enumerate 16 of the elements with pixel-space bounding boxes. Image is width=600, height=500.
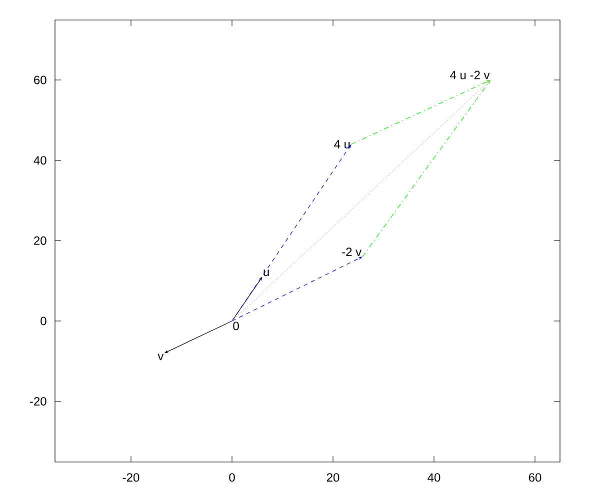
tick-label: 20 [34, 236, 46, 245]
tick-label: 0 [40, 316, 46, 326]
tick-label: -20 [122, 473, 140, 482]
tick-label: 20 [326, 473, 340, 482]
point-label: -2 v [342, 248, 362, 256]
tick-label: 40 [34, 156, 46, 165]
point-label: 4 u -2 v [450, 70, 490, 80]
tick-label: -20 [30, 397, 46, 406]
tick-label: 60 [34, 76, 46, 84]
point-label: 0 [233, 322, 239, 330]
tick-label: 60 [528, 473, 542, 482]
point-label: u [264, 270, 269, 276]
point-label: 4 u [334, 140, 350, 148]
tick-label: 40 [428, 473, 440, 482]
tick-label: 0 [229, 473, 235, 482]
point-label: v [158, 354, 164, 360]
